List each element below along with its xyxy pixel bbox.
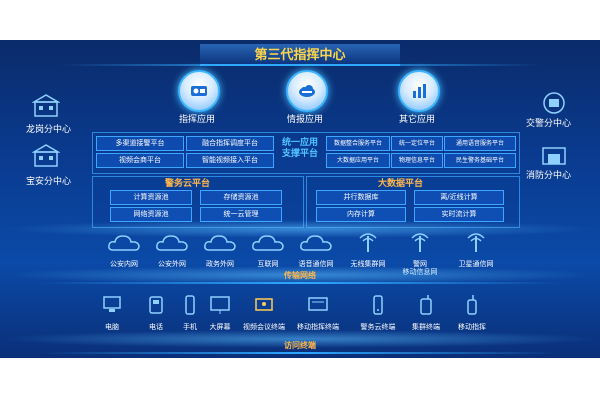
terminal-label: 视频会议终端 [243,323,285,331]
building-icon [32,144,60,167]
cluster-terminal-icon [420,295,432,315]
terminal-label: 移动指挥终端 [297,323,339,331]
architecture-panel: 第三代指挥中心 指挥应用 情报应用 其它应用 龙岗分中心 [0,40,600,358]
platform-box[interactable]: 数据整合服务平台 [326,136,390,151]
unified-label-line1: 统一应用 [281,138,318,148]
cloud-terminal-icon [373,295,383,315]
antenna-icon [359,233,377,252]
center-label-fire: 消防分中心 [526,171,572,181]
network-label: 无线集群网 [350,260,386,268]
antenna-icon [411,233,429,252]
platform-box[interactable]: 物理信息平台 [391,153,443,168]
network-label: 公安外网 [158,260,186,268]
command-app-icon [191,86,207,96]
terminal-label: 手机 [183,323,197,331]
app-label-command: 指挥应用 [178,115,215,125]
antenna-icon [467,233,485,252]
cloud-box[interactable]: 存储资源池 [200,190,282,205]
mobile-command-icon [308,297,328,311]
network-item[interactable]: 政务外网 [196,232,244,268]
terminal-label: 大屏幕 [209,323,231,331]
platform-box[interactable]: 统一定位平台 [391,136,443,151]
center-label-baoan: 宝安分中心 [26,177,72,187]
platform-box[interactable]: 通用语音服务平台 [444,136,516,151]
radio-icon [467,295,477,315]
platform-box[interactable]: 智能视频接入平台 [186,153,274,168]
terminal-label: 电话 [149,323,163,331]
transport-label: 传输网络 [284,271,316,280]
big-data-title: 大数据平台 [378,179,424,189]
platform-box[interactable]: 多渠道接警平台 [96,136,184,151]
terminal-item[interactable]: 手机 [170,294,210,332]
terminal-item[interactable]: 集群终端 [406,294,446,332]
building-icon [32,94,60,117]
platform-box[interactable]: 融合指挥调度平台 [186,136,274,151]
terminal-item[interactable]: 电话 [136,294,176,332]
network-item[interactable]: 语音通信网 [292,232,340,268]
app-label-intel: 情报应用 [286,115,323,125]
computer-icon [103,296,121,312]
cloud-box[interactable]: 计算资源池 [110,190,192,205]
other-app-icon [413,84,426,98]
intel-app-icon [299,85,315,97]
terminal-item[interactable]: 警务云终端 [350,294,406,332]
intel-app-circle[interactable] [286,70,328,112]
page-title: 第三代指挥中心 [254,48,346,63]
transport-glow [0,266,600,284]
network-label: 公安内网 [110,260,138,268]
cloud-icon [204,235,236,251]
command-app-circle[interactable] [178,70,220,112]
network-label: 互联网 [257,260,279,268]
video-terminal-icon [255,298,273,311]
bigdata-box[interactable]: 并行数据库 [316,190,406,205]
platform-box[interactable]: 大数据应用平台 [326,153,390,168]
transport-divider [40,282,560,284]
center-label-longgang: 龙岗分中心 [26,125,72,135]
cloud-icon [300,235,332,251]
network-label: 政务外网 [206,260,234,268]
terminal-item[interactable]: 移动指挥 [452,294,492,332]
terminal-item[interactable]: 大屏幕 [200,294,240,332]
police-cloud-title: 警务云平台 [165,179,211,189]
big-screen-icon [210,296,230,314]
terminal-label: 电脑 [105,323,119,331]
access-label: 访问终端 [284,341,316,350]
other-app-circle[interactable] [398,70,440,112]
phone-icon [149,296,163,314]
network-label: 卫星通信网 [458,260,494,268]
title-bar: 第三代指挥中心 [200,44,400,66]
network-label: 语音通信网 [298,260,334,268]
access-divider [40,352,560,354]
platform-box[interactable]: 民生警务基础平台 [444,153,516,168]
app-label-other: 其它应用 [398,115,435,125]
access-glow [0,330,600,348]
network-item[interactable]: 公安内网 [100,232,148,268]
terminal-label: 集群终端 [412,323,440,331]
terminal-item[interactable]: 移动指挥终端 [290,294,346,332]
cloud-icon [252,235,284,251]
terminal-label: 移动指挥 [458,323,486,331]
unified-label: 统一应用 支撑平台 [276,138,324,160]
bigdata-box[interactable]: 离/近线计算 [414,190,504,205]
center-label-traffic: 交警分中心 [526,119,572,129]
network-item[interactable]: 卫星通信网 [452,232,500,268]
title-divider [60,64,540,66]
traffic-police-icon [543,92,565,114]
network-item[interactable]: 公安外网 [148,232,196,268]
terminal-item[interactable]: 电脑 [92,294,132,332]
cloud-icon [108,235,140,251]
terminal-label: 警务云终端 [360,323,396,331]
fire-station-icon [542,147,566,165]
terminal-item[interactable]: 视频会议终端 [236,294,292,332]
platform-box[interactable]: 视频会商平台 [96,153,184,168]
network-item[interactable]: 互联网 [244,232,292,268]
mobile-icon [185,295,195,315]
unified-label-line2: 支撑平台 [281,149,318,159]
network-item[interactable]: 无线集群网 [344,232,392,268]
cloud-icon [156,235,188,251]
platform-glow [0,220,600,238]
